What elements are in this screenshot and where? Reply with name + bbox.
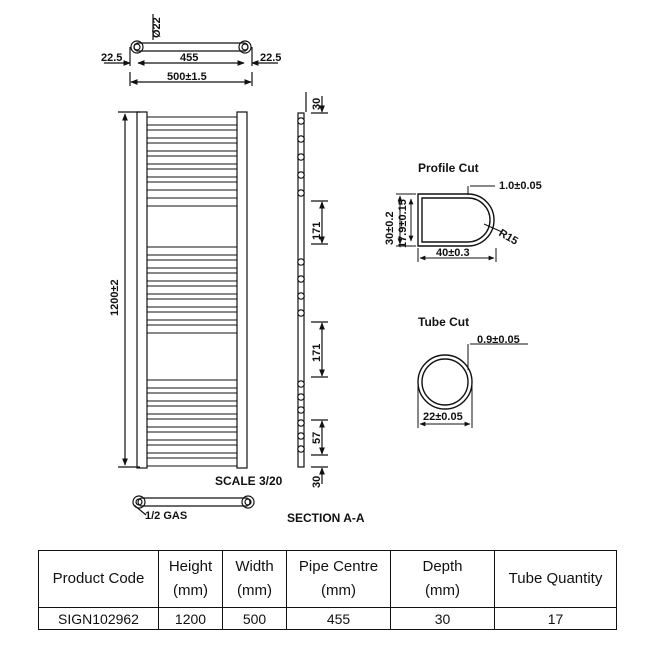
profile-cut-title: Profile Cut: [418, 161, 479, 175]
side-tube-section: [297, 432, 305, 440]
profile-outer-height-label: 30±0.2: [384, 211, 396, 245]
side-tube-section: [297, 189, 305, 197]
front-tube-rail: [146, 298, 238, 308]
header-width: Width (mm): [222, 550, 287, 608]
header-height-text: Height (mm): [168, 558, 213, 599]
technical-drawing: Ø22 22.5 455 22.5 500±1.5 1200±2 30 171 …: [101, 14, 542, 525]
header-depth: Depth (mm): [390, 550, 495, 608]
side-tube-section: [297, 153, 305, 161]
cell-tube-quantity: 17: [494, 607, 617, 630]
front-tube-rail: [146, 197, 238, 207]
front-tube-rail: [146, 324, 238, 334]
header-tube-quantity: Tube Quantity: [494, 550, 617, 608]
gas-thread-label: 1/2 GAS: [145, 510, 187, 522]
cell-height: 1200: [158, 607, 223, 630]
spec-table-header-row: Product Code Height (mm) Width (mm) Pipe…: [38, 550, 617, 608]
header-pipe-centre-text: Pipe Centre (mm): [298, 558, 379, 599]
profile-wall-label: 1.0±0.05: [499, 180, 542, 192]
front-tube-rail: [146, 142, 238, 152]
front-view: [118, 111, 248, 469]
section-gap-1-label: 171: [311, 222, 323, 240]
front-view-bars: [146, 116, 238, 467]
offset-left-label: 22.5: [101, 52, 122, 64]
side-tube-section: [297, 419, 305, 427]
tube-cut-shape: [417, 354, 473, 410]
header-product-code: Product Code: [38, 550, 159, 608]
front-tube-rail: [146, 168, 238, 178]
front-tube-rail: [146, 285, 238, 295]
section-title: SECTION A-A: [287, 511, 365, 525]
tube-cut-title: Tube Cut: [418, 315, 469, 329]
cell-pipe-centre: 455: [286, 607, 391, 630]
header-width-text: Width (mm): [235, 558, 274, 599]
offset-right-label: 22.5: [260, 52, 281, 64]
front-tube-rail: [146, 246, 238, 256]
side-tube-section: [297, 292, 305, 300]
tube-cut-dimensions: [417, 343, 528, 428]
tube-diameter-label: 22±0.05: [423, 411, 463, 423]
tube-wall-label: 0.9±0.05: [477, 334, 520, 346]
top-view: [104, 14, 278, 86]
side-tube-section: [297, 258, 305, 266]
side-view: [297, 92, 328, 484]
header-depth-text: Depth (mm): [422, 558, 463, 599]
cell-product-code: SIGN102962: [38, 607, 159, 630]
side-tube-section: [297, 171, 305, 179]
bottom-spacing-label: 57: [311, 432, 323, 444]
header-height: Height (mm): [158, 550, 223, 608]
header-pipe-centre: Pipe Centre (mm): [286, 550, 391, 608]
front-tube-rail: [146, 379, 238, 389]
profile-radius-label: R15: [497, 227, 520, 247]
side-tube-section: [297, 445, 305, 453]
table-row: SIGN102962 1200 500 455 30 17: [38, 607, 617, 630]
side-tube-section: [297, 135, 305, 143]
front-tube-rail: [146, 272, 238, 282]
front-tube-rail: [146, 392, 238, 402]
profile-cut-dimensions: [396, 185, 503, 262]
front-tube-rail: [146, 116, 238, 126]
section-gap-2-label: 171: [311, 344, 323, 362]
front-tube-rail: [146, 259, 238, 269]
top-gap-label: 30: [311, 98, 323, 110]
overall-height-label: 1200±2: [109, 279, 121, 316]
spec-table: Product Code Height (mm) Width (mm) Pipe…: [38, 550, 617, 630]
front-tube-rail: [146, 444, 238, 454]
profile-width-label: 40±0.3: [436, 247, 470, 259]
bottom-gap-label: 30: [311, 476, 323, 488]
side-tube-section: [297, 393, 305, 401]
inlet-diameter-label: Ø22: [151, 17, 163, 38]
bottom-pipe: [132, 495, 255, 516]
front-tube-rail: [146, 457, 238, 467]
cell-width: 500: [222, 607, 287, 630]
front-tube-rail: [146, 129, 238, 139]
front-tube-rail: [146, 311, 238, 321]
overall-width-label: 500±1.5: [167, 71, 207, 83]
pipe-centre-label: 455: [180, 52, 198, 64]
front-tube-rail: [146, 181, 238, 191]
front-tube-rail: [146, 155, 238, 165]
profile-inner-height-label: 17.9±0.15: [397, 199, 409, 248]
side-tube-section: [297, 117, 305, 125]
side-tube-section: [297, 406, 305, 414]
side-tube-section: [297, 380, 305, 388]
side-view-tubes: [297, 117, 305, 453]
side-tube-section: [297, 275, 305, 283]
side-tube-section: [297, 309, 305, 317]
front-tube-rail: [146, 418, 238, 428]
profile-cut-shape: [417, 193, 495, 247]
scale-label: SCALE 3/20: [215, 474, 283, 488]
front-tube-rail: [146, 405, 238, 415]
cell-depth: 30: [390, 607, 495, 630]
front-tube-rail: [146, 431, 238, 441]
